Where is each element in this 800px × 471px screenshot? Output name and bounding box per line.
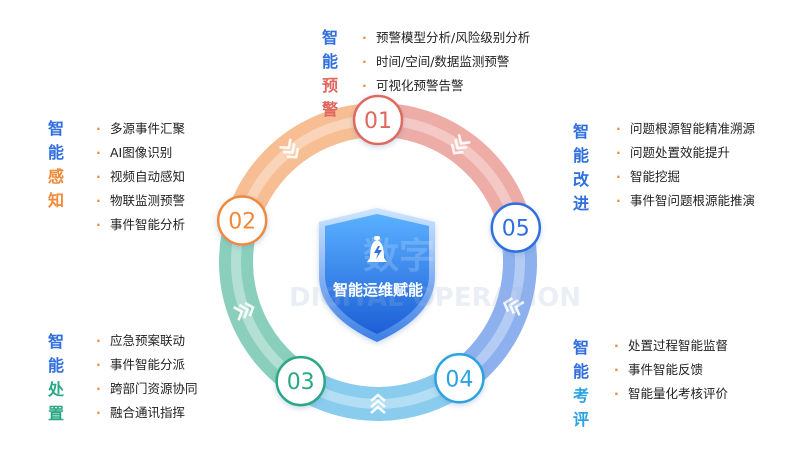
list-warning: ·预警模型分析/风险级别分析 ·时间/空间/数据监测预警 ·可视化预警告警 bbox=[362, 26, 530, 98]
list-item: ·视频自动感知 bbox=[96, 169, 186, 184]
list-item: ·事件智能分析 bbox=[96, 217, 186, 232]
heading-evaluate-line1: 智能 bbox=[573, 338, 590, 381]
heading-perception-line1: 智能 bbox=[48, 119, 65, 162]
heading-disposal: 智能 处置 bbox=[48, 330, 64, 426]
center-title: 智能运维赋能 bbox=[333, 281, 423, 299]
stage-number: 01 bbox=[364, 109, 392, 134]
heading-improve: 智能 改进 bbox=[573, 120, 589, 216]
list-item: ·AI图像识别 bbox=[96, 145, 173, 160]
list-item: ·融合通讯指挥 bbox=[96, 405, 186, 420]
stage-number: 05 bbox=[502, 217, 530, 242]
list-evaluate: ·处置过程智能监督 ·事件智能反馈 ·智能量化考核评价 bbox=[614, 334, 728, 406]
heading-warning: 智能 预警 bbox=[322, 26, 338, 122]
list-perception: ·多源事件汇聚 ·AI图像识别 ·视频自动感知 ·物联监测预警 ·事件智能分析 bbox=[96, 117, 185, 237]
list-item: ·物联监测预警 bbox=[96, 193, 186, 208]
stage-number: 04 bbox=[445, 367, 473, 392]
stage-number: 02 bbox=[228, 210, 256, 235]
stage-node-03: 03 bbox=[275, 355, 326, 407]
stage-nodes: 01 02 03 04 05 bbox=[216, 94, 542, 407]
list-item: ·处置过程智能监督 bbox=[614, 338, 729, 353]
list-item: ·智能量化考核评价 bbox=[614, 386, 729, 401]
list-disposal: ·应急预案联动 ·事件智能分派 ·跨部门资源协同 ·融合通讯指挥 bbox=[96, 329, 198, 425]
list-item: ·可视化预警告警 bbox=[362, 78, 464, 93]
stage-number: 03 bbox=[287, 370, 315, 395]
bell-icon bbox=[367, 236, 387, 262]
stage-node-02: 02 bbox=[216, 195, 268, 246]
stage-node-05: 05 bbox=[490, 202, 542, 253]
stage-node-01: 01 bbox=[352, 94, 404, 146]
list-item: ·多源事件汇聚 bbox=[96, 121, 186, 136]
list-improve: ·问题根源智能精准溯源 ·问题处置效能提升 ·智能挖掘 ·事件智问题根源能推演 bbox=[616, 117, 755, 213]
heading-disposal-line2: 处置 bbox=[48, 380, 65, 423]
list-item: ·时间/空间/数据监测预警 bbox=[362, 54, 510, 69]
center-watermark: 数字运营 bbox=[363, 236, 507, 277]
center-watermark-en: DIGITAL OPERATION bbox=[289, 283, 581, 313]
heading-perception-line2: 感知 bbox=[48, 167, 65, 210]
heading-warning-line1: 智能 bbox=[322, 28, 339, 71]
list-item: ·问题处置效能提升 bbox=[616, 145, 731, 160]
heading-disposal-line1: 智能 bbox=[48, 332, 65, 375]
chevron-icon bbox=[370, 393, 386, 414]
chevron-icon bbox=[279, 138, 300, 159]
chevron-icon bbox=[450, 133, 471, 155]
list-item: ·跨部门资源协同 bbox=[96, 381, 198, 396]
list-item: ·智能挖掘 bbox=[616, 169, 681, 184]
heading-warning-line2: 预警 bbox=[322, 76, 339, 119]
chevron-icon bbox=[233, 301, 255, 321]
chevron-icon bbox=[502, 297, 525, 316]
heading-improve-line2: 改进 bbox=[573, 170, 590, 213]
heading-improve-line1: 智能 bbox=[573, 122, 590, 165]
stage-node-04: 04 bbox=[434, 353, 485, 404]
ring-chevrons bbox=[233, 133, 525, 414]
list-item: ·预警模型分析/风险级别分析 bbox=[362, 30, 531, 45]
center-shield bbox=[319, 208, 435, 342]
heading-evaluate: 智能 考评 bbox=[573, 336, 589, 432]
list-item: ·事件智问题根源能推演 bbox=[616, 193, 756, 208]
heading-perception: 智能 感知 bbox=[48, 117, 64, 213]
list-item: ·事件智能反馈 bbox=[614, 362, 704, 377]
list-item: ·问题根源智能精准溯源 bbox=[616, 121, 756, 136]
list-item: ·事件智能分派 bbox=[96, 357, 186, 372]
heading-evaluate-line2: 考评 bbox=[573, 386, 590, 429]
list-item: ·应急预案联动 bbox=[96, 333, 186, 348]
